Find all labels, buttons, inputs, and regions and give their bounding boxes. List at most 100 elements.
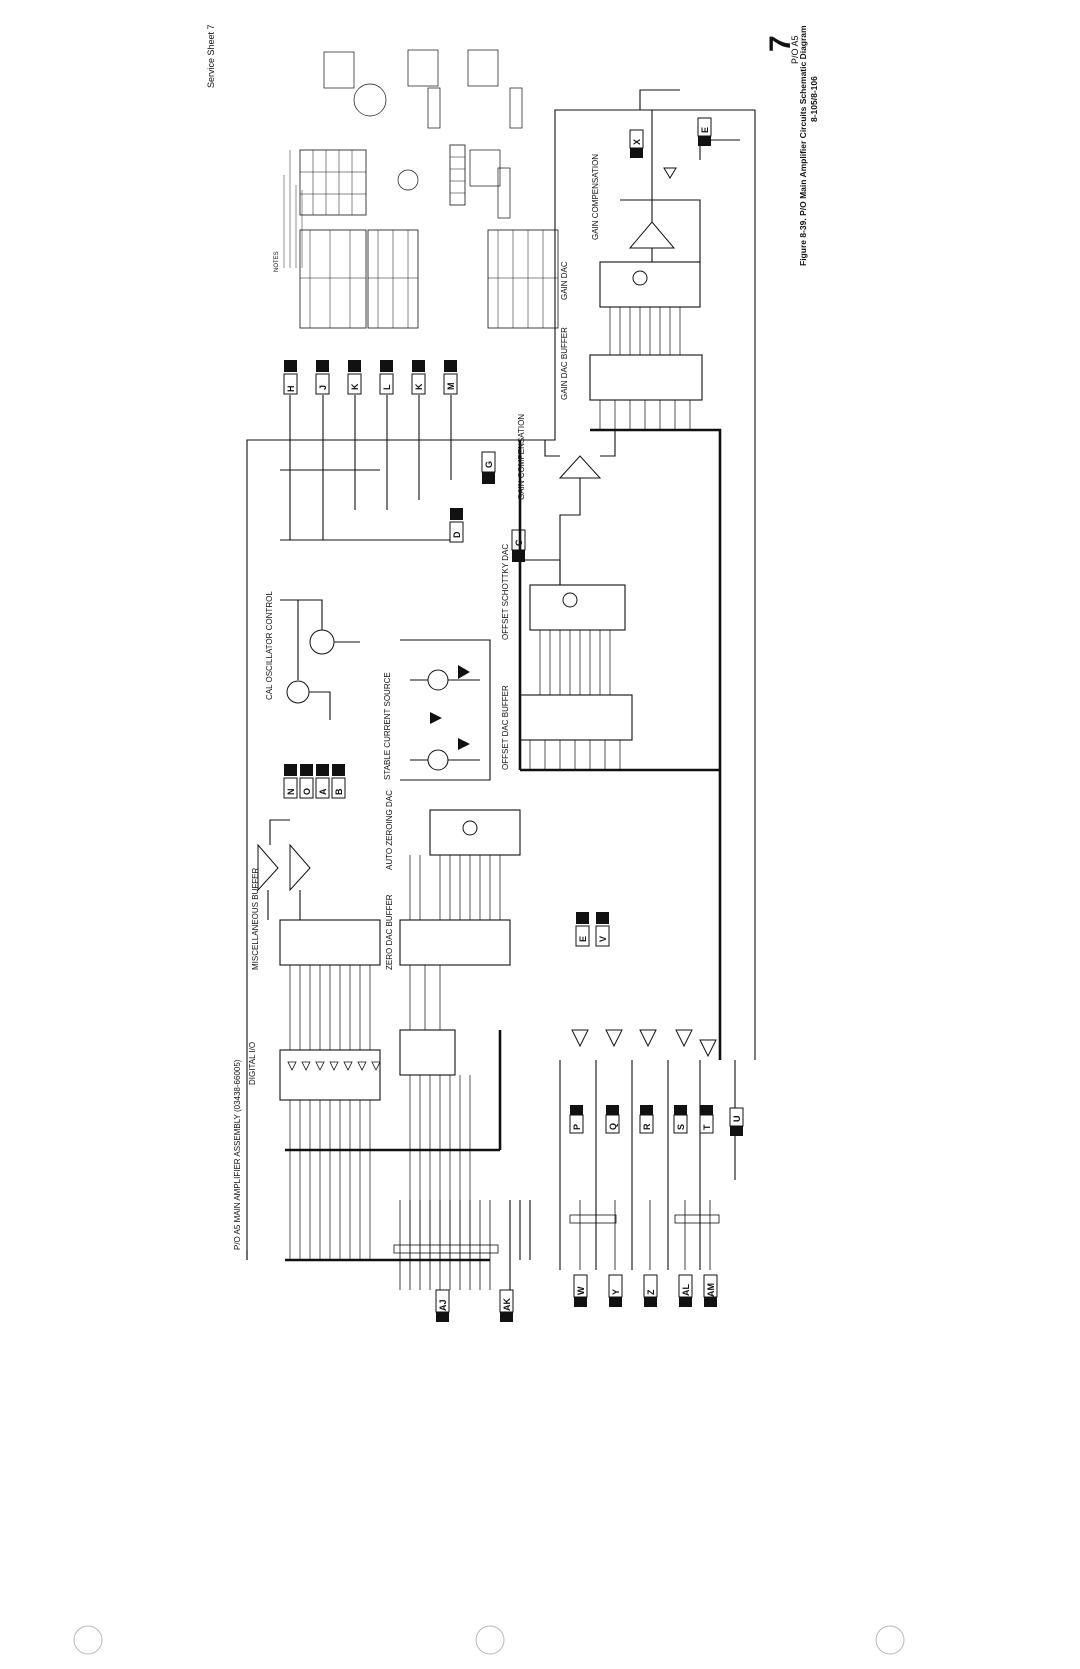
connector-tag-q: Q — [605, 1105, 620, 1134]
gain-comp-1-section: GAIN COMPENSATION — [517, 414, 616, 585]
input-connector-left: AJ AK — [393, 1200, 531, 1322]
svg-text:AM: AM — [706, 1283, 716, 1297]
svg-text:U: U — [732, 1116, 742, 1123]
misc-buffer-chip — [279, 919, 381, 966]
connector-tag-e-out: E — [697, 117, 712, 146]
svg-text:K: K — [414, 383, 424, 390]
svg-text:G: G — [484, 461, 494, 468]
transistor-icon — [309, 629, 335, 655]
connector-tag-ak: AK — [499, 1289, 514, 1322]
notes-area: NOTES — [274, 49, 559, 329]
connector-tag-al: AL — [678, 1274, 693, 1307]
cal-oscillator-section: CAL OSCILLATOR CONTROL — [265, 591, 360, 720]
ground-icon — [675, 1029, 693, 1048]
op-amp-icon — [289, 843, 311, 892]
auto-zeroing-dac-label: AUTO ZEROING DAC — [385, 790, 394, 870]
misc-buffer-label: MISCELLANEOUS BUFFER — [251, 868, 260, 970]
connector-tag-y: Y — [608, 1274, 623, 1307]
svg-text:M: M — [446, 383, 456, 391]
gain-comp-1-label: GAIN COMPENSATION — [517, 414, 526, 500]
digital-io-label: DIGITAL I/O — [248, 1042, 257, 1085]
connector-tags-right: H J K L K M — [283, 360, 458, 440]
svg-text:AJ: AJ — [438, 1299, 448, 1311]
connector-tag-o: O — [299, 764, 314, 799]
notes-heading: NOTES — [274, 251, 280, 272]
transistor-icon — [427, 749, 449, 771]
svg-text:D: D — [452, 531, 462, 538]
svg-text:X: X — [632, 139, 642, 145]
connector-tag-am: AM — [703, 1274, 718, 1307]
digital-io-chip — [279, 1049, 381, 1101]
binder-holes — [73, 1625, 905, 1655]
gain-dac-buffer-label: GAIN DAC BUFFER — [560, 327, 569, 400]
cal-oscillator-label: CAL OSCILLATOR CONTROL — [265, 591, 274, 700]
offset-dac-label: OFFSET SCHOTTKY DAC — [501, 544, 510, 640]
connector-tag-w: W — [573, 1274, 588, 1307]
figure-caption: Figure 8-39. P/O Main Amplifier Circuits… — [798, 25, 808, 266]
page-number: 8-105/8-106 — [809, 76, 819, 122]
decoder-chip — [399, 1029, 456, 1076]
op-amp-icon — [257, 843, 279, 892]
board-ref: P/O A5 — [790, 35, 800, 64]
left-section: DIGITAL I/O MISCELLANEOUS BUFFER ZERO DA… — [248, 790, 521, 1262]
svg-text:H: H — [286, 386, 296, 393]
op-amp-icon — [558, 455, 602, 479]
connector-tag-p: P — [569, 1105, 584, 1134]
connector-tag-s: S — [673, 1105, 688, 1134]
gain-comp-2-section: GAIN COMPENSATION X E — [591, 89, 740, 262]
svg-text:Y: Y — [611, 1289, 621, 1295]
ground-icon — [605, 1029, 623, 1048]
connector-tag-e: E — [575, 912, 590, 947]
connector-tags-mid: N O A B D C G E — [283, 451, 610, 947]
svg-text:Q: Q — [608, 1123, 618, 1130]
connector-tag-r: R — [639, 1105, 654, 1134]
svg-text:S: S — [676, 1124, 686, 1130]
svg-text:L: L — [382, 384, 392, 390]
offset-dac-buffer-label: OFFSET DAC BUFFER — [501, 685, 510, 770]
sheet-number: 7 — [764, 35, 797, 52]
svg-text:E: E — [700, 127, 710, 133]
assembly-title: P/O A5 MAIN AMPLIFIER ASSEMBLY (03438-66… — [233, 1059, 242, 1250]
gain-dac-chip — [599, 261, 701, 308]
connector-tag-l: L — [379, 360, 394, 395]
svg-text:T: T — [702, 1124, 712, 1130]
connector-tag-aj: AJ — [435, 1289, 450, 1322]
sheet-label: Service Sheet 7 — [206, 24, 216, 88]
connector-tag-d: D — [449, 508, 464, 543]
connector-tag-u: U — [729, 1107, 744, 1136]
ground-icon — [571, 1029, 589, 1048]
zero-dac-buffer-label: ZERO DAC BUFFER — [385, 894, 394, 970]
ground-icon — [663, 167, 677, 179]
connector-tag-t: T — [699, 1105, 714, 1134]
connector-tag-j: J — [315, 360, 330, 395]
right-bus — [280, 440, 460, 541]
connector-tag-g: G — [481, 451, 496, 484]
stable-current-section: STABLE CURRENT SOURCE — [383, 639, 491, 781]
offset-dac-section: OFFSET DAC BUFFER OFFSET SCHOTTKY DAC — [501, 544, 720, 772]
offset-dac-chip — [529, 584, 626, 631]
svg-text:AL: AL — [681, 1284, 691, 1296]
stable-current-label: STABLE CURRENT SOURCE — [383, 672, 392, 780]
zero-dac-buffer-chip — [399, 919, 511, 966]
gain-dac-section: GAIN DAC BUFFER GAIN DAC — [518, 261, 722, 1060]
connector-tag-m: M — [443, 360, 458, 395]
connector-tag-h: H — [283, 360, 298, 395]
connector-tag-a: A — [315, 764, 330, 799]
gain-comp-2-label: GAIN COMPENSATION — [591, 154, 600, 240]
connector-tag-c: C — [511, 529, 526, 562]
svg-text:A: A — [318, 788, 328, 795]
svg-text:O: O — [302, 788, 312, 795]
transistor-icon — [286, 680, 310, 704]
power-input-tags: W Y Z AL AM — [569, 1200, 720, 1307]
connector-tag-x: X — [629, 129, 644, 158]
connector-tag-k2: K — [411, 360, 426, 395]
svg-text:V: V — [598, 936, 608, 942]
connector-tag-k: K — [347, 360, 362, 395]
connector-tag-z: Z — [643, 1274, 658, 1307]
transistor-icon — [427, 669, 449, 691]
connector-tag-b: B — [331, 764, 346, 799]
connector-tag-v: V — [595, 912, 610, 947]
power-section: P Q R S T U — [559, 1029, 744, 1270]
svg-text:Z: Z — [646, 1289, 656, 1295]
